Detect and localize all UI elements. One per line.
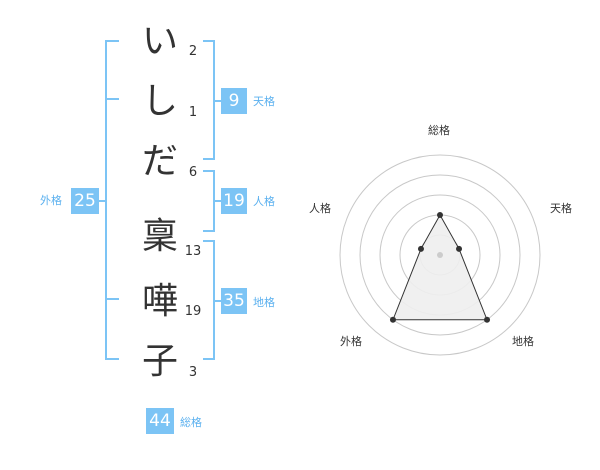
radar-point-1 <box>437 212 443 218</box>
soukaku-value-box: 44 <box>146 408 174 434</box>
radar-point-5 <box>417 245 424 252</box>
name-char-6: 子 <box>141 341 178 382</box>
name-char-3: だ <box>141 141 178 182</box>
radar-point-4 <box>389 316 396 323</box>
name-char-5: 嘩 <box>141 281 178 322</box>
chikaku-label: 地格 <box>253 296 275 309</box>
tenkaku-value-box: 9 <box>221 88 247 114</box>
radar-center <box>437 252 443 258</box>
name-char-4: 稟 <box>141 216 178 257</box>
jinkaku-label: 人格 <box>253 195 275 208</box>
stroke-count-6: 3 <box>188 365 198 380</box>
name-char-2: し <box>141 81 178 122</box>
radar-label-chikaku: 地格 <box>512 335 534 348</box>
stroke-count-1: 2 <box>188 44 198 59</box>
stroke-count-2: 1 <box>188 105 198 120</box>
stroke-count-4: 13 <box>184 244 202 259</box>
radar-label-tenkaku: 天格 <box>550 202 572 215</box>
radar-ring <box>359 174 521 336</box>
radar-point-2 <box>456 245 463 252</box>
tenkaku-label: 天格 <box>253 95 275 108</box>
stroke-count-5: 19 <box>184 304 202 319</box>
stroke-count-3: 6 <box>188 165 198 180</box>
soukaku-label: 総格 <box>180 416 202 429</box>
jinkaku-value-box: 19 <box>221 188 247 214</box>
gaikaku-value-box: 25 <box>71 188 99 214</box>
radar-label-jinkaku: 人格 <box>309 202 331 215</box>
radar-label-gaikaku: 外格 <box>340 335 362 348</box>
radar-ring <box>339 154 541 356</box>
name-char-1: い <box>141 21 178 62</box>
radar-chart <box>339 154 541 356</box>
gaikaku-label: 外格 <box>40 194 62 207</box>
chikaku-value-box: 35 <box>221 288 247 314</box>
radar-point-3 <box>484 316 491 323</box>
radar-polygon <box>392 213 488 321</box>
radar-label-soukaku: 総格 <box>428 124 450 137</box>
